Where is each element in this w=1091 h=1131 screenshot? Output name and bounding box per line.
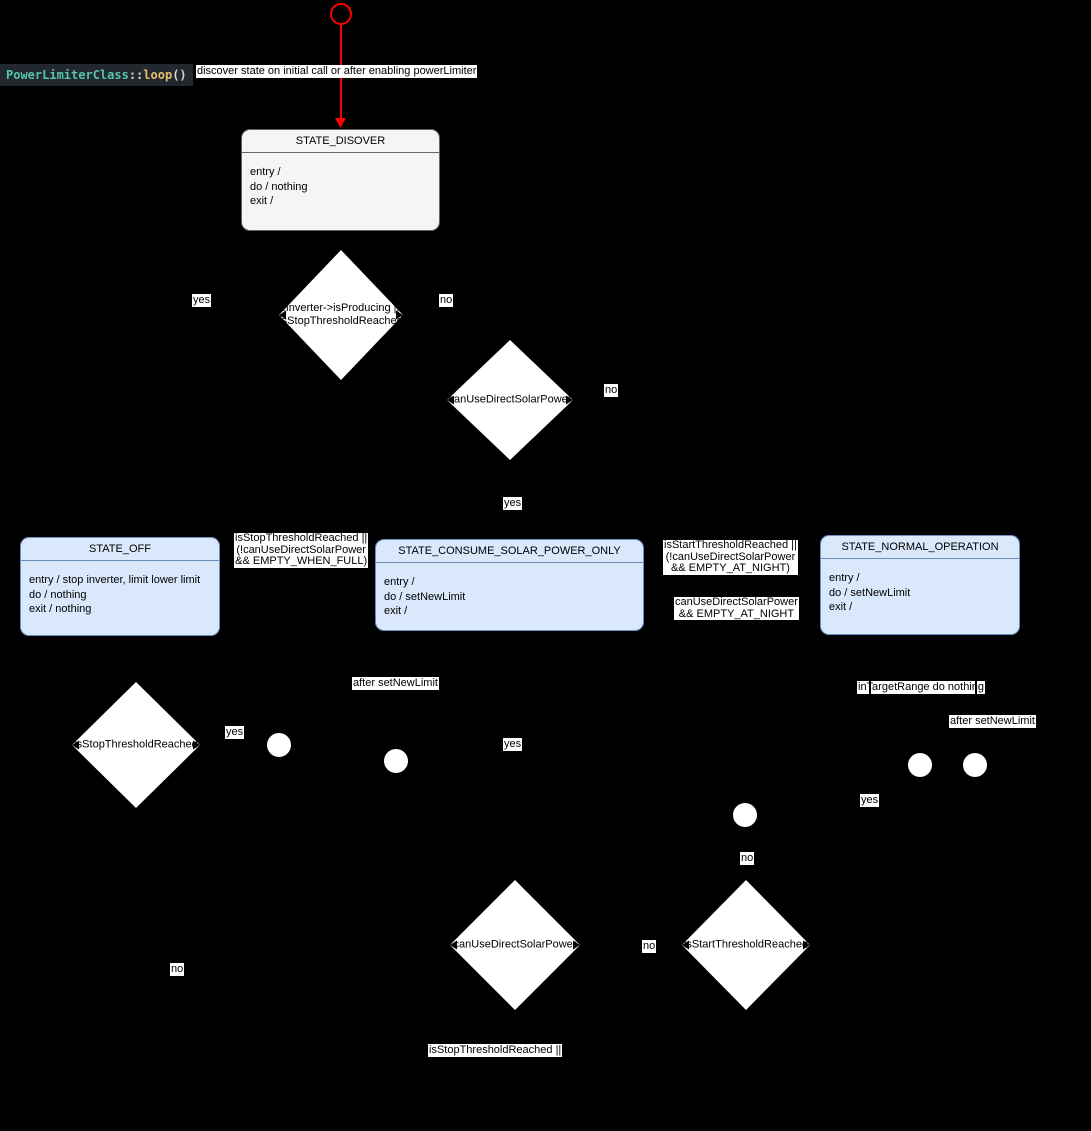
code-scope-separator: :: [128,68,144,82]
arrowhead-icon [682,940,689,950]
edge-label-in-target-range: inTargetRange do nothing [857,681,985,694]
guard-label-empty-at-night: canUseDirectSolarPower && EMPTY_AT_NIGHT [674,596,799,620]
edge-label-yes: yes [860,794,880,807]
arrowhead-icon [447,395,454,405]
state-title: STATE_NORMAL_OPERATION [821,536,1019,559]
state-off: STATE_OFF entry / stop inverter, limit l… [20,537,220,636]
junction-node [908,753,932,777]
decision-label: canUseDirectSolarPower [448,393,572,406]
edge-label-yes: yes [503,497,523,510]
state-body: entry / stop inverter, limit lower limit… [21,561,219,617]
state-consume-solar-power-only: STATE_CONSUME_SOLAR_POWER_ONLY entry / d… [375,539,644,631]
arrowhead-icon [803,940,810,950]
junction-node [384,749,408,773]
edge-label-no: no [740,852,755,865]
arrowhead-icon [566,395,573,405]
state-title: STATE_CONSUME_SOLAR_POWER_ONLY [376,540,643,563]
state-action-line: do / nothing [29,588,87,601]
edge-label-yes: yes [503,738,523,751]
decision-stop-threshold-reached: isStopThresholdReached [72,682,200,808]
state-action-line: entry / stop inverter, limit lower limit [29,574,201,586]
state-normal-operation: STATE_NORMAL_OPERATION entry / do / setN… [820,535,1020,635]
state-title: STATE_DISOVER [242,130,439,153]
state-action-line: do / nothing [250,180,308,193]
state-action-line: exit / nothing [29,603,92,615]
state-discover: STATE_DISOVER entry / do / nothing exit … [241,129,440,231]
arrowhead-icon [193,740,200,750]
state-action-line: entry / [384,576,415,588]
code-method-name: loop [143,68,173,82]
edge-label-no: no [604,384,619,397]
code-class-name: PowerLimiterClass [6,68,129,82]
state-title: STATE_OFF [21,538,219,561]
arrowhead-icon [279,310,286,320]
decision-can-use-direct-solar-power: canUseDirectSolarPower [447,340,573,460]
arrowhead-icon [396,310,403,320]
decision-label: isStartThresholdReached [683,938,809,951]
arrowhead-icon [450,940,457,950]
arrowhead-icon [335,118,346,128]
guard-label-start-threshold: isStartThresholdReached || (!canUseDirec… [663,539,798,575]
decision-label: !Inverter->isProducing || isStopThreshol… [279,302,403,327]
edge-label-yes: yes [192,294,212,307]
state-action-line: exit / [384,605,408,617]
edge-line-fragment [975,677,977,696]
decision-can-use-direct-solar-power-2: canUseDirectSolarPower [450,880,580,1010]
edge-label-no: no [170,963,185,976]
edge-label-no: no [439,294,454,307]
transition-label-discover: discover state on initial call or after … [196,65,478,78]
edge-label-after-setnewlimit: after setNewLimit [949,715,1036,728]
arrowhead-icon [72,740,79,750]
edge-label-yes: yes [225,726,245,739]
edge-label-no: no [642,940,657,953]
state-action-line: entry / [829,572,860,584]
guard-label-stop-threshold: isStopThresholdReached || [428,1044,563,1057]
state-body: entry / do / nothing exit / [242,153,439,209]
junction-node [963,753,987,777]
decision-label: isStopThresholdReached [74,738,198,751]
state-body: entry / do / setNewLimit exit / [376,563,643,619]
decision-label: canUseDirectSolarPower [453,938,577,951]
state-action-line: do / setNewLimit [829,586,911,599]
state-body: entry / do / setNewLimit exit / [821,559,1019,615]
state-action-line: do / setNewLimit [384,590,466,603]
decision-inverter-producing: !Inverter->isProducing || isStopThreshol… [279,250,403,380]
edge-label-after-setnewlimit: after setNewLimit [352,677,439,690]
code-reference-chip: PowerLimiterClass::loop() [0,64,193,86]
edge-line-fragment [869,677,871,696]
junction-node [267,733,291,757]
state-action-line: entry / [250,166,281,178]
state-action-line: exit / [250,195,274,207]
code-parens: () [172,68,187,82]
state-action-line: exit / [829,601,853,613]
decision-start-threshold-reached: isStartThresholdReached [682,880,810,1010]
guard-label-empty-when-full: isStopThresholdReached || (!canUseDirect… [234,532,369,568]
arrowhead-icon [573,940,580,950]
junction-node [733,803,757,827]
initial-state-icon [330,3,352,25]
